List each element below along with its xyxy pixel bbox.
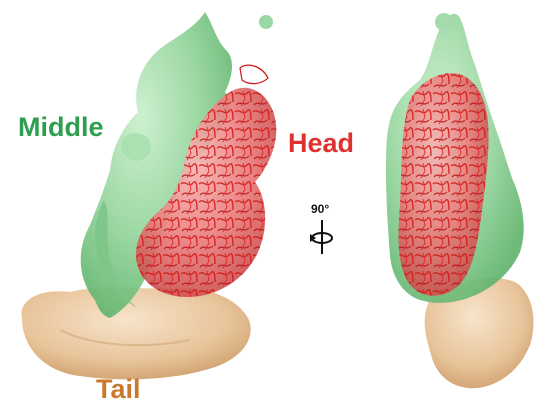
middle-label: Middle	[18, 114, 104, 141]
head-label: Head	[288, 130, 354, 157]
rotation-arrow-icon	[310, 220, 332, 254]
right-density-blob	[435, 13, 453, 31]
left-tail-density	[22, 288, 251, 380]
left-density-blob	[259, 15, 273, 29]
tail-label: Tail	[96, 376, 141, 403]
left-view	[22, 12, 277, 379]
right-view	[386, 13, 534, 388]
rotation-label: 90°	[311, 203, 329, 215]
